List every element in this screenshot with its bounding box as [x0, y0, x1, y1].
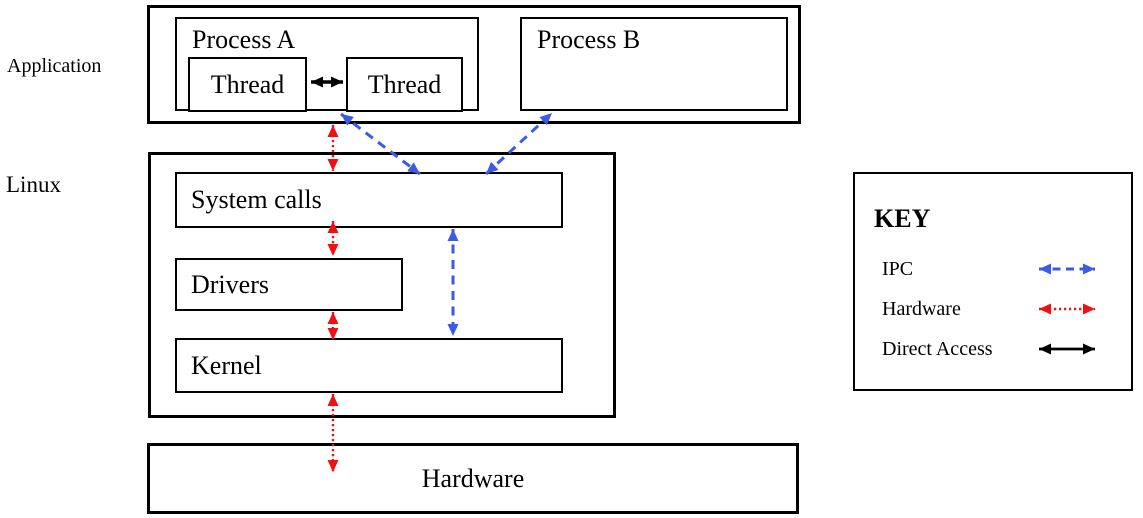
thread-box-2: Thread	[346, 57, 463, 112]
key-title: KEY	[874, 204, 931, 233]
key-row-direct-access: Direct Access	[882, 336, 1108, 362]
linux-layer-label: Linux	[6, 172, 61, 197]
hardware-box: Hardware	[147, 443, 799, 514]
process-b-label: Process B	[537, 25, 641, 54]
application-layer-label: Application	[7, 55, 102, 77]
thread-2-label: Thread	[367, 69, 442, 99]
key-box: KEY IPC Hardware Direct Access	[853, 172, 1133, 391]
process-a-label: Process A	[192, 25, 296, 54]
key-label-hardware: Hardware	[882, 297, 961, 320]
process-b-box: Process B	[520, 17, 788, 111]
drivers-box: Drivers	[175, 258, 403, 311]
hardware-arrow-sample-icon	[1039, 303, 1095, 315]
direct-access-arrow-sample-icon	[1039, 343, 1095, 355]
key-label-ipc: IPC	[882, 257, 914, 280]
key-label-direct-access: Direct Access	[882, 337, 993, 360]
hardware-label: Hardware	[421, 463, 525, 493]
thread-box-1: Thread	[188, 57, 307, 112]
key-row-ipc: IPC	[882, 256, 1108, 282]
system-calls-label: System calls	[191, 185, 322, 215]
system-calls-box: System calls	[175, 172, 563, 228]
ipc-arrow-sample-icon	[1039, 263, 1095, 275]
kernel-label: Kernel	[191, 350, 262, 380]
key-row-hardware: Hardware	[882, 296, 1108, 322]
kernel-box: Kernel	[175, 338, 563, 393]
drivers-label: Drivers	[191, 269, 269, 299]
thread-1-label: Thread	[210, 69, 285, 99]
